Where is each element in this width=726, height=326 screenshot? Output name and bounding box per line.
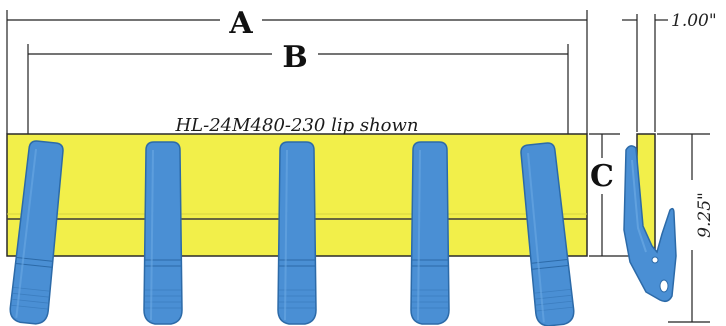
dimension-c — [589, 133, 634, 257]
tooth-4 — [410, 141, 450, 325]
dimension-height — [657, 133, 710, 323]
tooth-3 — [277, 141, 317, 325]
tooth-2 — [143, 141, 183, 325]
dimension-c-label: C — [590, 159, 614, 194]
side-profile — [623, 133, 677, 303]
lip-caption: HL-24M480-230 lip shown — [174, 115, 418, 136]
side-tooth-highlight — [631, 159, 647, 253]
dimension-thickness — [622, 14, 668, 132]
side-tooth-profile — [623, 145, 677, 303]
height-label: 9.25" — [695, 192, 715, 238]
thickness-label: 1.00" — [671, 11, 717, 31]
dimension-a-label: A — [228, 6, 253, 41]
side-tooth-notch — [651, 256, 659, 264]
dimension-b-label: B — [282, 40, 307, 75]
dimension-a — [6, 10, 588, 134]
side-tooth-pin-hole — [659, 279, 669, 293]
